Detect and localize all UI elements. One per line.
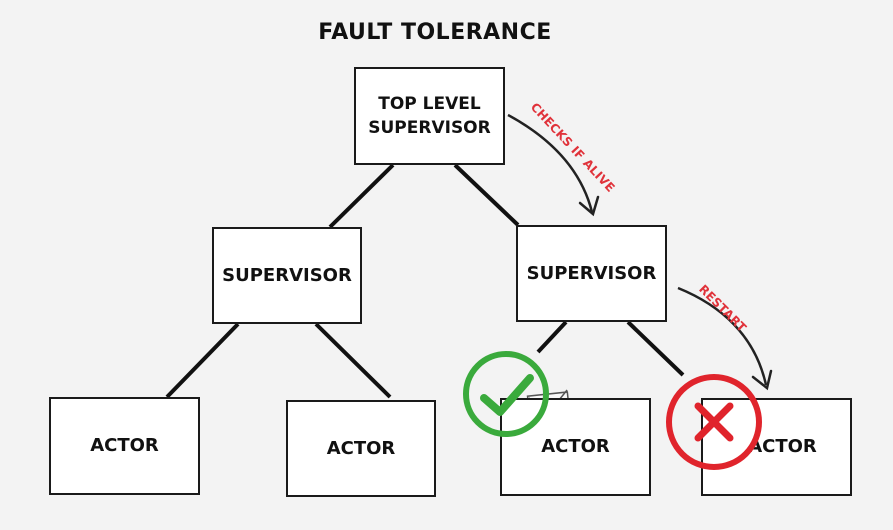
actor-box-3: ACTOR [500, 398, 651, 496]
actor-box-1: ACTOR [49, 397, 200, 495]
connector-left-actor1 [165, 322, 240, 399]
connector-top-left [328, 163, 395, 229]
actor-box-2: ACTOR [286, 400, 436, 497]
supervisor-left-box: SUPERVISOR [212, 227, 362, 324]
connector-top-right [453, 163, 520, 227]
connector-left-actor2 [314, 322, 392, 399]
page-title: FAULT TOLERANCE [318, 20, 552, 45]
x-mark-icon [666, 374, 762, 470]
restart-arrow [677, 286, 768, 386]
connector-right-actor4 [626, 320, 685, 377]
top-level-supervisor-box: TOP LEVEL SUPERVISOR [354, 67, 505, 165]
check-mark-icon [463, 351, 549, 437]
checks-arrow [507, 113, 594, 213]
supervisor-right-box: SUPERVISOR [516, 225, 667, 322]
checks-arrowhead [578, 195, 600, 217]
restart-arrowhead [751, 369, 773, 391]
connector-right-actor3 [536, 320, 568, 354]
